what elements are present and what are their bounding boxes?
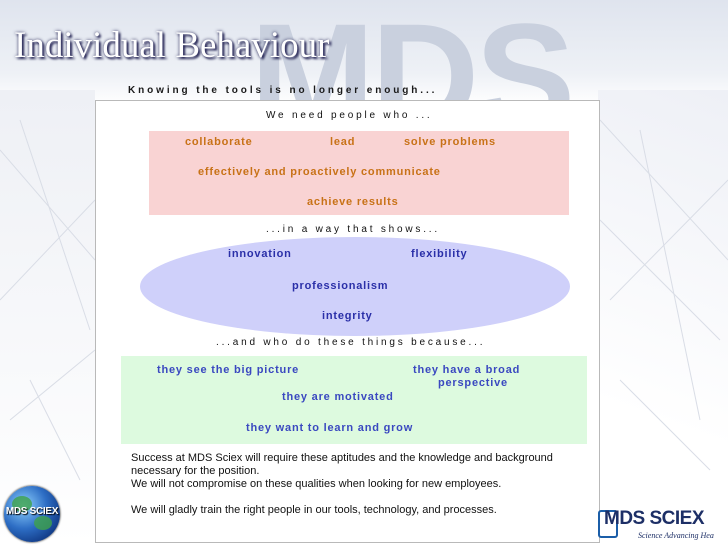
- company-logo: MDS SCIEX Science Advancing Hea: [582, 506, 728, 546]
- slide-subtitle: Knowing the tools is no longer enough...: [128, 85, 438, 96]
- slide-title: Individual Behaviour: [14, 25, 330, 66]
- section2-heading: ...in a way that shows...: [266, 224, 440, 235]
- item-learn-grow: they want to learn and grow: [246, 422, 414, 434]
- needs-box: [149, 131, 569, 215]
- item-big-picture: they see the big picture: [157, 364, 300, 376]
- section1-heading: We need people who ...: [266, 110, 433, 121]
- item-communicate: effectively and proactively communicate: [198, 166, 441, 178]
- paragraph-success: Success at MDS Sciex will require these …: [131, 452, 553, 477]
- item-professionalism: professionalism: [292, 280, 389, 292]
- motivation-box: [121, 356, 587, 444]
- item-flexibility: flexibility: [411, 248, 468, 260]
- section3-heading: ...and who do these things because...: [216, 337, 486, 348]
- logo-tagline: Science Advancing Hea: [638, 531, 714, 540]
- header-band: [0, 0, 728, 105]
- item-lead: lead: [330, 136, 356, 148]
- item-collaborate: collaborate: [185, 136, 253, 148]
- globe-logo-icon: MDS SCIEX: [4, 486, 60, 542]
- left-background: [0, 90, 95, 546]
- item-broad-perspective-1: they have a broad: [413, 364, 521, 376]
- item-motivated: they are motivated: [282, 391, 394, 403]
- item-integrity: integrity: [322, 310, 373, 322]
- globe-logo-text: MDS SCIEX: [5, 506, 59, 517]
- logo-mark-icon: [598, 510, 618, 538]
- item-achieve-results: achieve results: [307, 196, 399, 208]
- item-broad-perspective-2: perspective: [438, 377, 508, 389]
- paragraph-no-compromise: We will not compromise on these qualitie…: [131, 478, 502, 490]
- item-solve-problems: solve problems: [404, 136, 496, 148]
- paragraph-training: We will gladly train the right people in…: [131, 504, 497, 516]
- item-innovation: innovation: [228, 248, 292, 260]
- logo-name: MDS SCIEX: [604, 508, 705, 529]
- values-ellipse: [140, 237, 570, 336]
